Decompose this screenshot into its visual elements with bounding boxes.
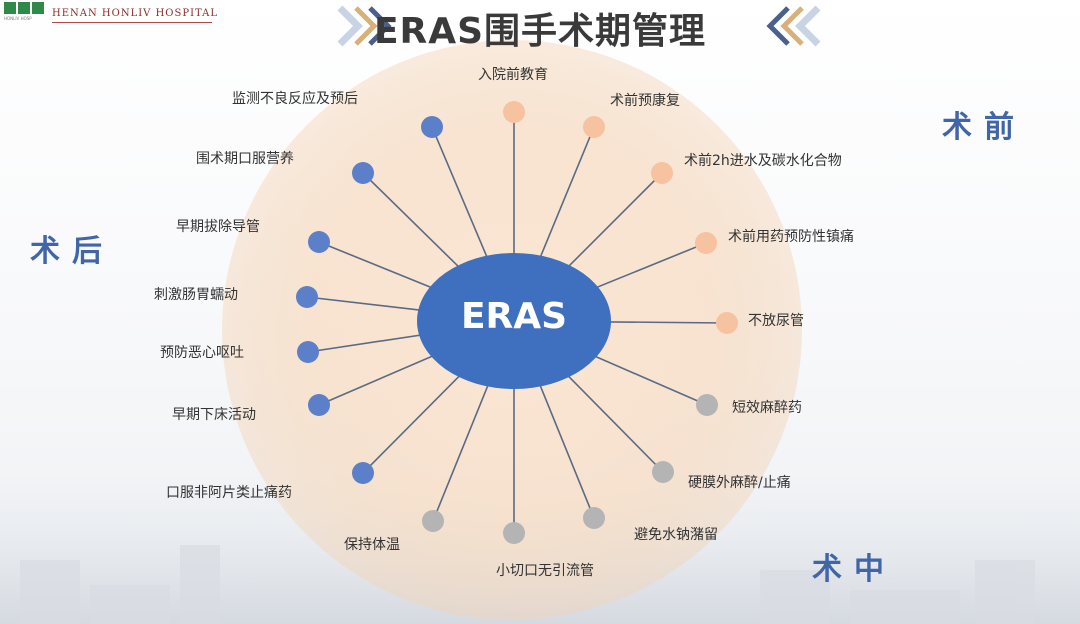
node-label-prevent-nausea: 预防恶心呕吐: [160, 345, 244, 361]
node-label-no-catheter: 不放尿管: [748, 313, 804, 329]
hospital-name: HENAN HONLIV HOSPITAL: [52, 8, 219, 19]
node-dot-preop-2h-fluids: [651, 162, 673, 184]
node-label-preop-rehab: 术前预康复: [610, 93, 680, 109]
node-dot-preop-rehab: [583, 116, 605, 138]
node-label-stimulate-gut: 刺激肠胃蠕动: [154, 287, 238, 303]
node-label-epidural: 硬膜外麻醉/止痛: [688, 475, 791, 491]
node-dot-preop-analgesia: [695, 232, 717, 254]
node-dot-short-anesthetic: [696, 394, 718, 416]
node-label-early-tube-removal: 早期拔除导管: [176, 219, 260, 235]
nodes: [296, 101, 738, 544]
node-label-oral-nutrition: 围术期口服营养: [196, 151, 294, 167]
eras-hub: [417, 253, 611, 389]
node-label-preop-analgesia: 术前用药预防性镇痛: [728, 229, 854, 245]
node-dot-avoid-sodium: [583, 507, 605, 529]
skyline-buildings: [20, 545, 1035, 624]
node-dot-no-catheter: [716, 312, 738, 334]
node-label-avoid-sodium: 避免水钠潴留: [634, 527, 718, 543]
node-dot-epidural: [652, 461, 674, 483]
node-label-short-anesthetic: 短效麻醉药: [732, 400, 802, 416]
page-title: ERAS围手术期管理: [373, 11, 707, 52]
node-dot-monitor-adverse: [421, 116, 443, 138]
node-dot-oral-nonopioid: [352, 462, 374, 484]
chevron-left-icon: [337, 5, 392, 47]
node-label-preop-2h-fluids: 术前2h进水及碳水化合物: [684, 153, 842, 169]
chevron-right-icon: [766, 5, 821, 47]
node-label-small-incision: 小切口无引流管: [496, 563, 594, 579]
node-dot-preop-education: [503, 101, 525, 123]
hospital-sub: HONLIV HOSP: [4, 16, 32, 21]
node-dot-prevent-nausea: [297, 341, 319, 363]
node-dot-stimulate-gut: [296, 286, 318, 308]
node-dot-early-ambulation: [308, 394, 330, 416]
node-dot-oral-nutrition: [352, 162, 374, 184]
node-label-early-ambulation: 早期下床活动: [172, 407, 256, 423]
node-dot-small-incision: [503, 522, 525, 544]
node-dot-keep-warm: [422, 510, 444, 532]
phase-label-post: 术后: [30, 234, 114, 269]
logo-rule: [52, 22, 212, 23]
node-label-monitor-adverse: 监测不良反应及预后: [232, 91, 358, 107]
node-label-keep-warm: 保持体温: [344, 537, 400, 553]
node-dot-early-tube-removal: [308, 231, 330, 253]
hub-label: ERAS: [460, 296, 568, 337]
phase-label-pre: 术前: [942, 110, 1026, 145]
hospital-logo: [4, 2, 44, 14]
node-label-oral-nonopioid: 口服非阿片类止痛药: [166, 485, 292, 501]
node-label-preop-education: 入院前教育: [478, 67, 548, 83]
phase-label-intra: 术中: [812, 552, 896, 587]
